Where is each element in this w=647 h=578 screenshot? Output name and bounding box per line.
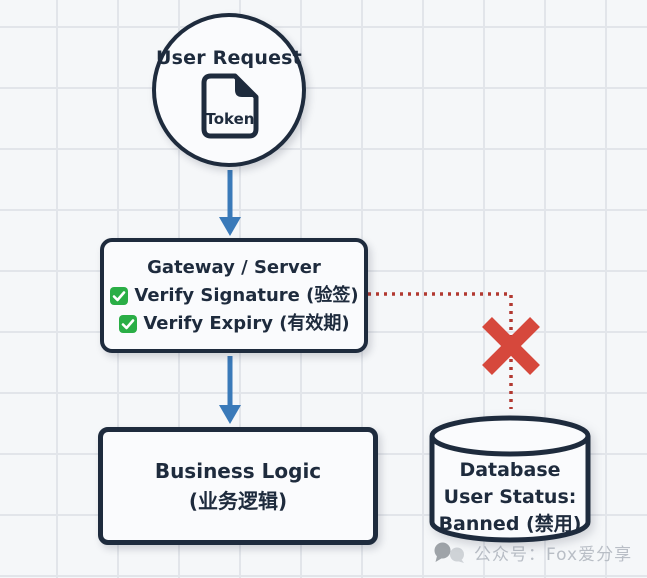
business-logic-subtitle: (业务逻辑) — [188, 489, 288, 513]
user-request-node: User Request Token — [152, 13, 306, 167]
watermark-text: 公众号：Fox爱分享 — [474, 545, 633, 565]
verify-signature-label: Verify Signature (验签) — [134, 284, 359, 306]
business-logic-node: Business Logic (业务逻辑) — [98, 427, 378, 545]
arrow-gateway-to-business — [219, 356, 241, 424]
business-logic-title: Business Logic — [154, 459, 322, 483]
token-label: Token — [206, 110, 255, 128]
database-node: Database User Status: Banned (禁用) — [427, 413, 593, 547]
verify-signature-row: Verify Signature (验签) — [109, 282, 359, 310]
green-check-icon — [110, 286, 129, 305]
arrow-user-to-gateway — [219, 170, 241, 236]
database-cylinder-icon — [429, 415, 591, 543]
blocked-connector-dotted-line — [368, 292, 513, 409]
verify-expiry-row: Verify Expiry (有效期) — [118, 310, 350, 338]
watermark: 公众号：Fox爱分享 — [433, 540, 632, 565]
green-check-icon — [119, 314, 138, 333]
token-document-icon: Token — [201, 73, 259, 139]
chat-bubbles-icon — [434, 542, 464, 563]
database-line3: Banned (禁用) — [438, 513, 582, 535]
gateway-server-node: Gateway / Server Verify Signature (验签) V… — [100, 238, 368, 353]
verify-expiry-label: Verify Expiry (有效期) — [143, 312, 350, 334]
red-x-icon — [482, 317, 540, 375]
database-line1: Database — [459, 459, 561, 481]
database-text: Database User Status: Banned (禁用) — [427, 457, 593, 538]
user-request-label: User Request — [156, 47, 302, 69]
gateway-title: Gateway / Server — [147, 256, 321, 278]
database-line2: User Status: — [443, 486, 577, 508]
